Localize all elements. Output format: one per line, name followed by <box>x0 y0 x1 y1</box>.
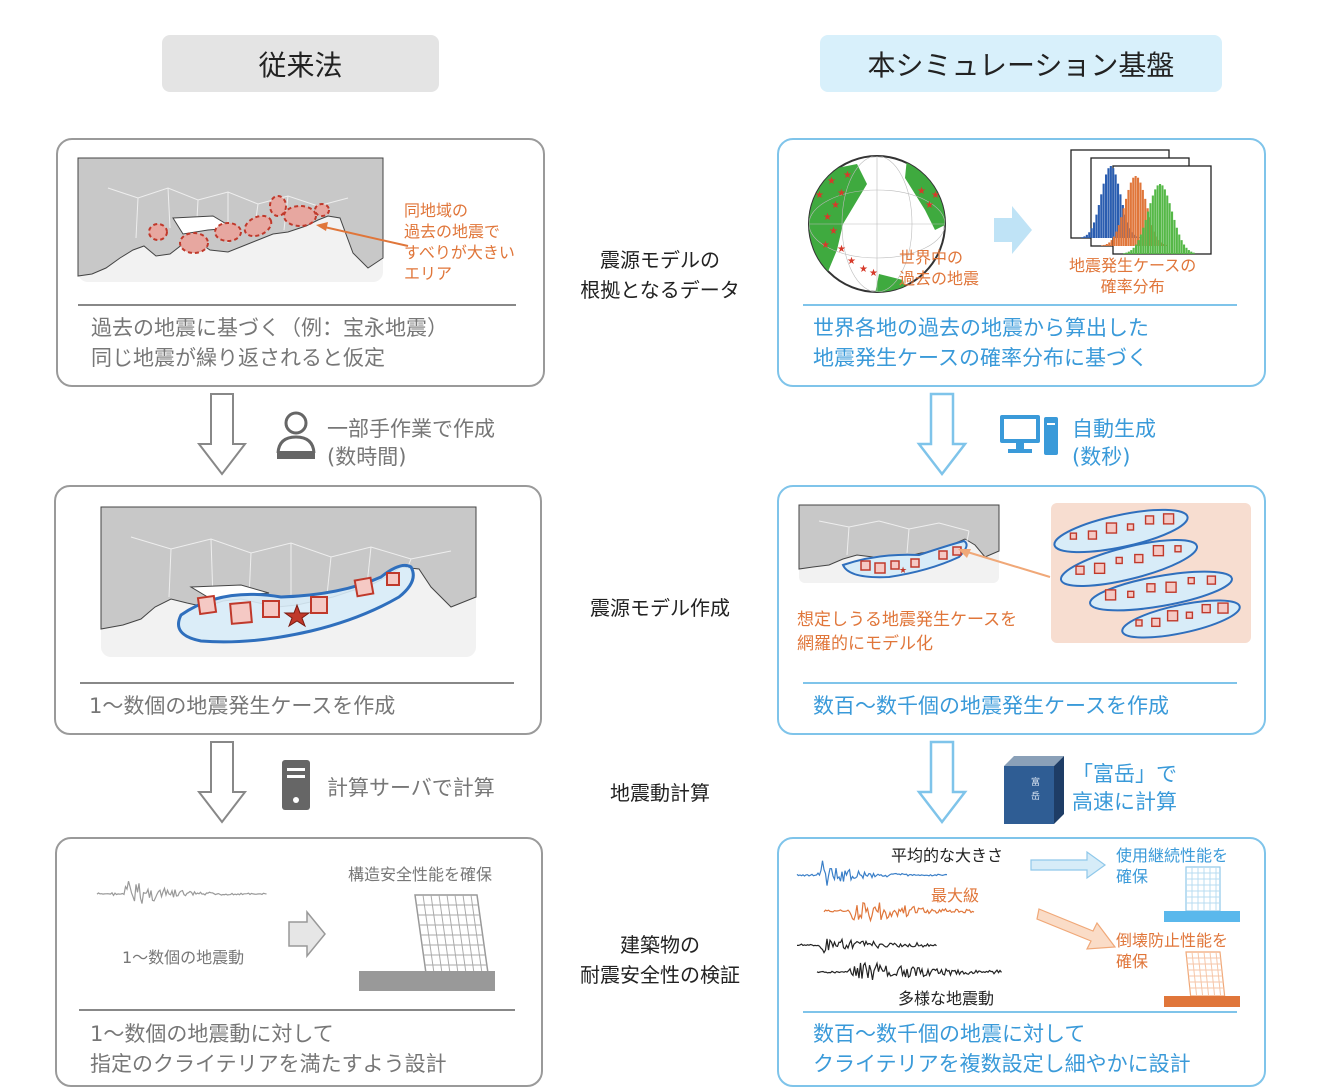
japan-map-past-slip <box>77 157 384 282</box>
annotation-arrow <box>316 222 409 247</box>
right-down-arrow-1 <box>916 392 968 477</box>
divider <box>78 304 516 306</box>
svg-text:★: ★ <box>837 188 846 199</box>
arrow-to-perf2 <box>1036 908 1117 950</box>
header-new-platform-label: 本シミュレーション基盤 <box>867 48 1175 82</box>
right-arrow <box>288 909 326 959</box>
server-icon <box>282 760 310 810</box>
svg-text:★: ★ <box>815 190 824 201</box>
left-box3-caption: 1～数個の地震動に対して 指定のクライテリアを満たすよう設計 <box>90 1022 447 1076</box>
waveform-black-2 <box>816 961 1002 980</box>
svg-text:★: ★ <box>831 200 840 211</box>
right-box1-caption: 世界各地の過去の地震から算出した 地震発生ケースの確率分布に基づく <box>813 316 1149 370</box>
left-box-model: 1～数個の地震発生ケースを作成 <box>54 485 542 735</box>
svg-text:★: ★ <box>931 190 940 201</box>
building-orange-icon <box>1164 951 1240 1007</box>
note-arrow <box>958 549 1051 578</box>
right-arrow1-note: 自動生成 (数秒) <box>1072 417 1156 469</box>
globe-past-earthquakes: ★★★ ★★★ ★★★ ★★★ ★★★ <box>808 155 946 293</box>
svg-text:★: ★ <box>917 186 926 197</box>
right-box3-caption: 数百～数千個の地震に対して クライテリアを複数設定し細やかに設計 <box>813 1022 1191 1076</box>
left-box-verification: 1～数個の地震動 構造安全性能を確保 1～数個の地震動に対して 指定のクライテリ… <box>55 837 543 1087</box>
waveform-black-1 <box>797 937 937 954</box>
waveform-maximum <box>823 901 975 923</box>
max-label: 最大級 <box>931 886 980 905</box>
divider <box>80 682 514 684</box>
left-top-label: 構造安全性能を確保 <box>348 865 493 884</box>
header-new-platform: 本シミュレーション基盤 <box>820 35 1222 92</box>
right-box2-note: 想定しうる地震発生ケースを 網羅的にモデル化 <box>797 610 1018 654</box>
scenario-cases <box>1053 508 1241 639</box>
left-annotation-text: 同地域の 過去の地震で すべりが大きい エリア <box>404 201 515 283</box>
right-box-data: ★★★ ★★★ ★★★ ★★★ ★★★ 世界中の 過去の地震 地震発生ケースの … <box>777 138 1266 387</box>
middle-label-source-model: 震源モデル作成 <box>590 596 730 620</box>
svg-text:★: ★ <box>837 244 846 255</box>
svg-text:★: ★ <box>843 170 852 181</box>
svg-text:★: ★ <box>859 264 868 275</box>
divider <box>803 304 1237 306</box>
middle-label-source-data: 震源モデルの 根拠となるデータ <box>580 248 740 302</box>
japan-map-source-model <box>100 506 477 657</box>
middle-label-ground-motion: 地震動計算 <box>610 781 710 805</box>
header-conventional: 従来法 <box>162 35 439 92</box>
building-blue-icon <box>1164 866 1240 922</box>
left-arrow1-note: 一部手作業で作成 (数時間) <box>327 417 495 469</box>
right-arrow2-note: 「富岳」で 高速に計算 <box>1072 762 1177 814</box>
right-arrow <box>994 206 1032 254</box>
waveform-average <box>796 860 948 886</box>
svg-text:★: ★ <box>925 200 934 211</box>
seismic-waveform <box>96 881 267 904</box>
right-down-arrow-2 <box>916 740 968 825</box>
divider <box>79 1009 515 1011</box>
arrow-to-perf1 <box>1030 850 1107 880</box>
probability-distribution <box>1070 149 1212 255</box>
right-box-model: ★ 想定しうる地震発生ケースを 網羅的にモデル化 数百～数千個の地震発生ケースを… <box>777 485 1266 735</box>
left-box-data: 同地域の 過去の地震で すべりが大きい エリア 過去の地震に基づく（例：宝永地震… <box>56 138 545 387</box>
supercomputer-label: 富 岳 <box>1031 778 1041 802</box>
svg-text:★: ★ <box>847 256 856 267</box>
svg-text:★: ★ <box>823 212 832 223</box>
right-box2-caption: 数百～数千個の地震発生ケースを作成 <box>813 694 1169 718</box>
avg-label: 平均的な大きさ <box>891 846 1004 865</box>
middle-label-verification: 建築物の 耐震安全性の検証 <box>580 933 740 987</box>
computer-icon <box>1000 415 1058 455</box>
left-box2-caption: 1～数個の地震発生ケースを作成 <box>89 694 396 718</box>
divider <box>803 1011 1237 1013</box>
left-down-arrow-1 <box>196 393 248 476</box>
globe-label: 世界中の 過去の地震 <box>899 248 980 288</box>
left-down-arrow-2 <box>196 741 248 824</box>
left-wave-label: 1～数個の地震動 <box>122 948 245 967</box>
right-box-verification: 平均的な大きさ 最大級 多様な地震動 使用継続性能を 確保 倒壊防止性能を 確保… <box>777 837 1266 1087</box>
svg-text:★: ★ <box>829 226 838 237</box>
building-icon <box>359 894 495 991</box>
left-arrow2-note: 計算サーバで計算 <box>327 776 495 800</box>
svg-text:★: ★ <box>869 268 878 279</box>
many-label: 多様な地震動 <box>898 989 995 1008</box>
scenario-panel <box>1051 503 1251 643</box>
left-box1-caption: 過去の地震に基づく（例：宝永地震） 同じ地震が繰り返されると仮定 <box>91 316 448 370</box>
perf1-label: 使用継続性能を 確保 <box>1116 846 1229 886</box>
supercomputer-icon <box>1004 756 1064 824</box>
svg-text:★: ★ <box>899 566 907 576</box>
perf2-label: 倒壊防止性能を 確保 <box>1116 931 1229 971</box>
distribution-label: 地震発生ケースの 確率分布 <box>1069 256 1197 296</box>
svg-text:★: ★ <box>821 240 830 251</box>
header-conventional-label: 従来法 <box>258 48 343 82</box>
person-at-computer-icon <box>276 411 316 459</box>
japan-map-small: ★ <box>798 504 1000 583</box>
divider <box>803 682 1237 684</box>
svg-text:★: ★ <box>827 176 836 187</box>
